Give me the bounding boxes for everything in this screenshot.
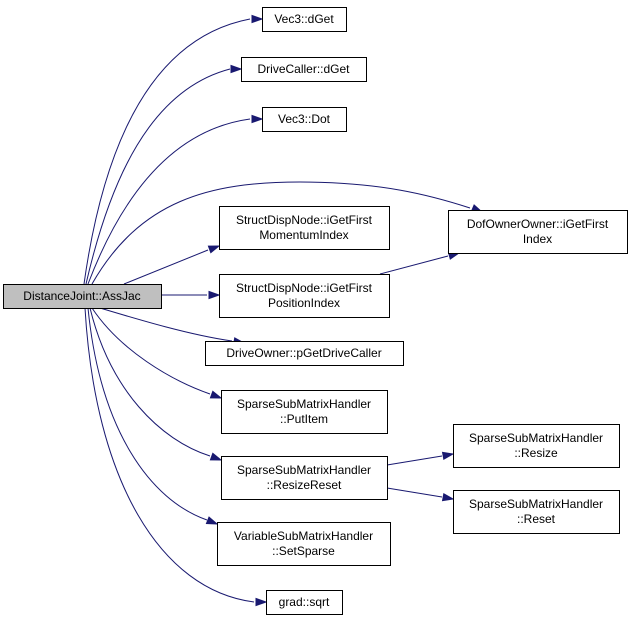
arrowhead-icon [251, 14, 264, 24]
node-box [221, 456, 388, 500]
edge-root-to-resizereset [89, 307, 223, 461]
edge-line [386, 487, 443, 498]
node-label-line: DistanceJoint::AssJac [23, 289, 140, 303]
edge-line [84, 307, 255, 603]
edge-line [87, 307, 208, 521]
node-vec3_dot[interactable]: Vec3::Dot [262, 107, 347, 132]
node-reset[interactable]: SparseSubMatrixHandler::Reset [453, 490, 620, 534]
node-box [266, 590, 343, 615]
node-box [219, 206, 390, 250]
node-box [262, 107, 347, 132]
node-label-line: ::PutItem [280, 412, 328, 426]
node-label-line: ::ResizeReset [267, 478, 342, 492]
node-setsparse[interactable]: VariableSubMatrixHandler::SetSparse [217, 522, 391, 566]
arrowhead-icon [205, 516, 219, 525]
node-label-line: ::SetSparse [272, 544, 335, 558]
node-box [217, 522, 391, 566]
node-box [241, 57, 367, 82]
node-label-line: MomentumIndex [259, 228, 348, 242]
node-drivecaller_dget[interactable]: DriveCaller::dGet [241, 57, 367, 82]
arrowhead-icon [441, 492, 455, 502]
node-label-line: Index [523, 232, 552, 246]
node-driveowner[interactable]: DriveOwner::pGetDriveCaller [205, 341, 404, 366]
node-label-line: Vec3::dGet [274, 12, 334, 26]
edge-position-to-dofowner [379, 251, 461, 275]
edge-resizereset-to-reset [386, 487, 455, 502]
edge-line [123, 249, 209, 285]
node-label-line: VariableSubMatrixHandler [234, 529, 373, 543]
node-box [262, 7, 347, 32]
edge-line [99, 307, 233, 342]
edge-line [386, 455, 443, 466]
node-box [453, 424, 620, 468]
node-box [221, 390, 388, 434]
node-label-line: DriveCaller::dGet [257, 62, 350, 76]
node-putitem[interactable]: SparseSubMatrixHandler::PutItem [221, 390, 388, 434]
node-label-line: grad::sqrt [279, 595, 330, 609]
node-box [453, 490, 620, 534]
nodes-layer: DistanceJoint::AssJac Vec3::dGetDriveCall… [3, 7, 628, 615]
edge-root-to-position [161, 290, 221, 300]
arrowhead-icon [209, 390, 223, 399]
node-label-line: SparseSubMatrixHandler [237, 463, 371, 477]
edge-line [87, 118, 251, 285]
node-label-line: StructDispNode::iGetFirst [236, 213, 373, 227]
node-label-line: ::Reset [517, 512, 556, 526]
node-box [3, 284, 162, 309]
edge-line [91, 181, 471, 285]
node-box [448, 210, 628, 254]
edge-root-to-sqrt [84, 307, 268, 607]
arrowhead-icon [441, 451, 455, 461]
edge-root-to-putitem [91, 307, 223, 399]
node-label-line: StructDispNode::iGetFirst [236, 281, 373, 295]
arrowhead-icon [251, 114, 264, 124]
node-label-line: ::Resize [514, 446, 558, 460]
node-resize[interactable]: SparseSubMatrixHandler::Resize [453, 424, 620, 468]
node-box [219, 274, 390, 318]
node-root: DistanceJoint::AssJac [3, 284, 162, 309]
edge-line [85, 68, 231, 285]
node-label-line: DriveOwner::pGetDriveCaller [226, 346, 381, 360]
edge-root-to-momentum [123, 245, 221, 285]
edge-root-to-vec3_dot [87, 114, 264, 285]
edge-line [83, 18, 251, 285]
edge-line [89, 307, 211, 457]
node-label-line: PositionIndex [268, 296, 340, 310]
edge-root-to-drivecaller_dget [85, 64, 243, 285]
node-label-line: Vec3::Dot [278, 112, 331, 126]
edge-root-to-vec3_dget [83, 14, 264, 285]
arrowhead-icon [209, 452, 223, 461]
arrowhead-icon [255, 597, 268, 607]
arrowhead-icon [208, 290, 221, 300]
node-label-line: DofOwnerOwner::iGetFirst [467, 217, 609, 231]
node-box [205, 341, 404, 366]
node-label-line: SparseSubMatrixHandler [469, 431, 603, 445]
arrowhead-icon [207, 245, 221, 254]
node-sqrt[interactable]: grad::sqrt [266, 590, 343, 615]
edge-line [379, 255, 449, 275]
edge-line [91, 307, 211, 395]
node-label-line: SparseSubMatrixHandler [469, 497, 603, 511]
arrowhead-icon [230, 64, 243, 74]
node-vec3_dget[interactable]: Vec3::dGet [262, 7, 347, 32]
edge-root-to-setsparse [87, 307, 219, 525]
edge-resizereset-to-resize [386, 451, 455, 466]
node-resizereset[interactable]: SparseSubMatrixHandler::ResizeReset [221, 456, 388, 500]
node-label-line: SparseSubMatrixHandler [237, 397, 371, 411]
